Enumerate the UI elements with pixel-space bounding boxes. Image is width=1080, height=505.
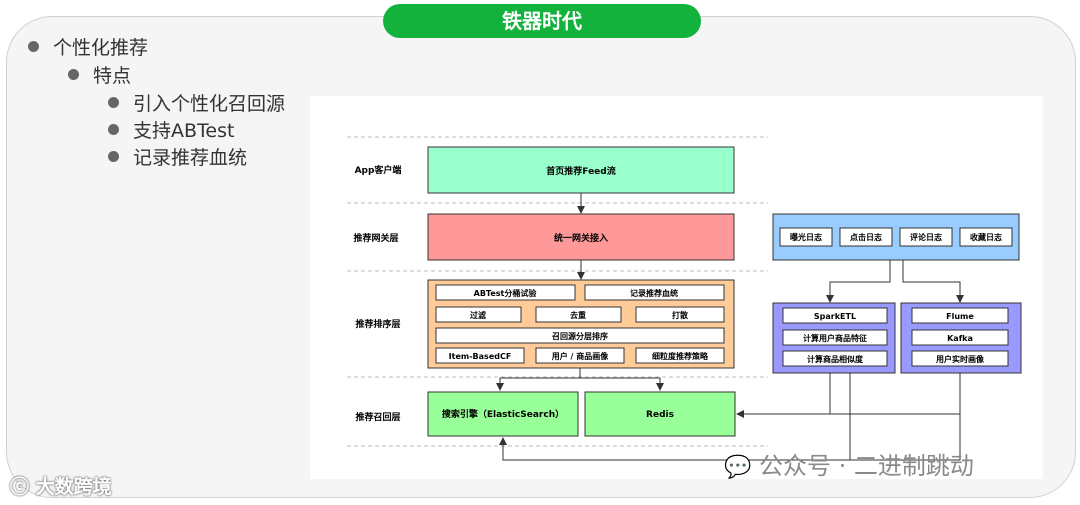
gateway-box: [427, 213, 735, 261]
log-item-exposure: 曝光日志: [790, 232, 822, 242]
watermark-right-text: 公众号 · 二进制跳动: [759, 452, 974, 480]
bullet-level1: 个性化推荐: [28, 36, 148, 60]
gateway-box-label: 统一网关接入: [554, 232, 608, 244]
watermark-left: ⓒ 大数跨境: [10, 472, 112, 499]
layer-label-app: App客户端: [355, 164, 402, 176]
sort-item-boxes: [435, 284, 725, 364]
bullet-level3: 引入个性化召回源: [108, 92, 285, 116]
spark-item-features: 计算用户商品特征: [803, 333, 867, 343]
recall-search-box: [427, 391, 579, 437]
flume-item-boxes: [911, 307, 1009, 367]
recall-redis-label: Redis: [646, 410, 674, 420]
log-item-click: 点击日志: [850, 232, 882, 242]
bullet-dot-icon: [108, 97, 119, 108]
flume-item-kafka: Kafka: [947, 334, 973, 343]
arrows-sort-recall: [496, 368, 664, 391]
flume-item-flume: Flume: [946, 312, 974, 321]
log-item-comment: 评论日志: [910, 232, 942, 242]
recall-redis-box: [584, 391, 736, 437]
spark-item-similarity: 计算商品相似度: [807, 354, 864, 364]
layer-dividers: [347, 136, 768, 447]
architecture-diagram: App客户端 推荐网关层 推荐排序层 推荐召回层 首页推荐Feed流 统一网关接…: [310, 96, 1043, 479]
wechat-icon: 💬: [724, 455, 752, 480]
layer-label-sort: 推荐排序层: [355, 318, 400, 330]
bullet-text: 支持ABTest: [133, 120, 235, 142]
arrows-compute-recall: [499, 373, 961, 461]
sort-item-itemcf: Item-BasedCF: [449, 352, 512, 361]
layer-label-gateway: 推荐网关层: [353, 232, 398, 244]
sort-item-ranking: 召回源分层排序: [552, 331, 608, 341]
bullet-dot-icon: [108, 151, 119, 162]
bullet-text: 特点: [93, 65, 132, 87]
bullet-dot-icon: [28, 41, 39, 52]
watermark-logo-icon: ⓒ: [10, 476, 36, 498]
slide-title: 铁器时代: [383, 4, 701, 38]
bullet-level2: 特点: [68, 64, 131, 88]
bullet-level3: 记录推荐血统: [108, 146, 247, 170]
log-item-boxes: [779, 227, 1013, 247]
sort-item-lineage: 记录推荐血统: [630, 288, 678, 298]
sort-item-abtest: ABTest分桶试验: [474, 288, 538, 298]
log-item-favorite: 收藏日志: [970, 232, 1002, 242]
watermark-right: 💬 公众号 · 二进制跳动: [724, 446, 974, 481]
sort-item-strategy: 细粒度推荐策略: [652, 351, 709, 361]
spark-item-boxes: [782, 307, 888, 367]
watermark-left-text: 大数跨境: [35, 476, 112, 498]
feed-box-label: 首页推荐Feed流: [546, 165, 615, 177]
arrows-logs-compute: [826, 260, 964, 303]
bullet-dot-icon: [68, 69, 79, 80]
bullet-text: 引入个性化召回源: [133, 93, 286, 115]
flume-item-realtime: 用户实时画像: [935, 354, 985, 364]
bullet-text: 个性化推荐: [53, 37, 149, 59]
sort-item-dedup: 去重: [570, 310, 586, 320]
sort-item-shuffle: 打散: [672, 310, 689, 320]
sort-item-filter: 过滤: [470, 310, 486, 320]
sort-item-profile: 用户 / 商品画像: [551, 351, 609, 361]
layer-label-recall: 推荐召回层: [355, 411, 400, 423]
spark-item-etl: SparkETL: [814, 312, 856, 321]
diagram-svg: App客户端 推荐网关层 推荐排序层 推荐召回层 首页推荐Feed流 统一网关接…: [347, 136, 1022, 461]
recall-search-label: 搜索引擎（ElasticSearch）: [442, 408, 564, 420]
bullet-text: 记录推荐血统: [133, 147, 248, 169]
bullet-dot-icon: [108, 124, 119, 135]
bullet-level3: 支持ABTest: [108, 119, 234, 143]
